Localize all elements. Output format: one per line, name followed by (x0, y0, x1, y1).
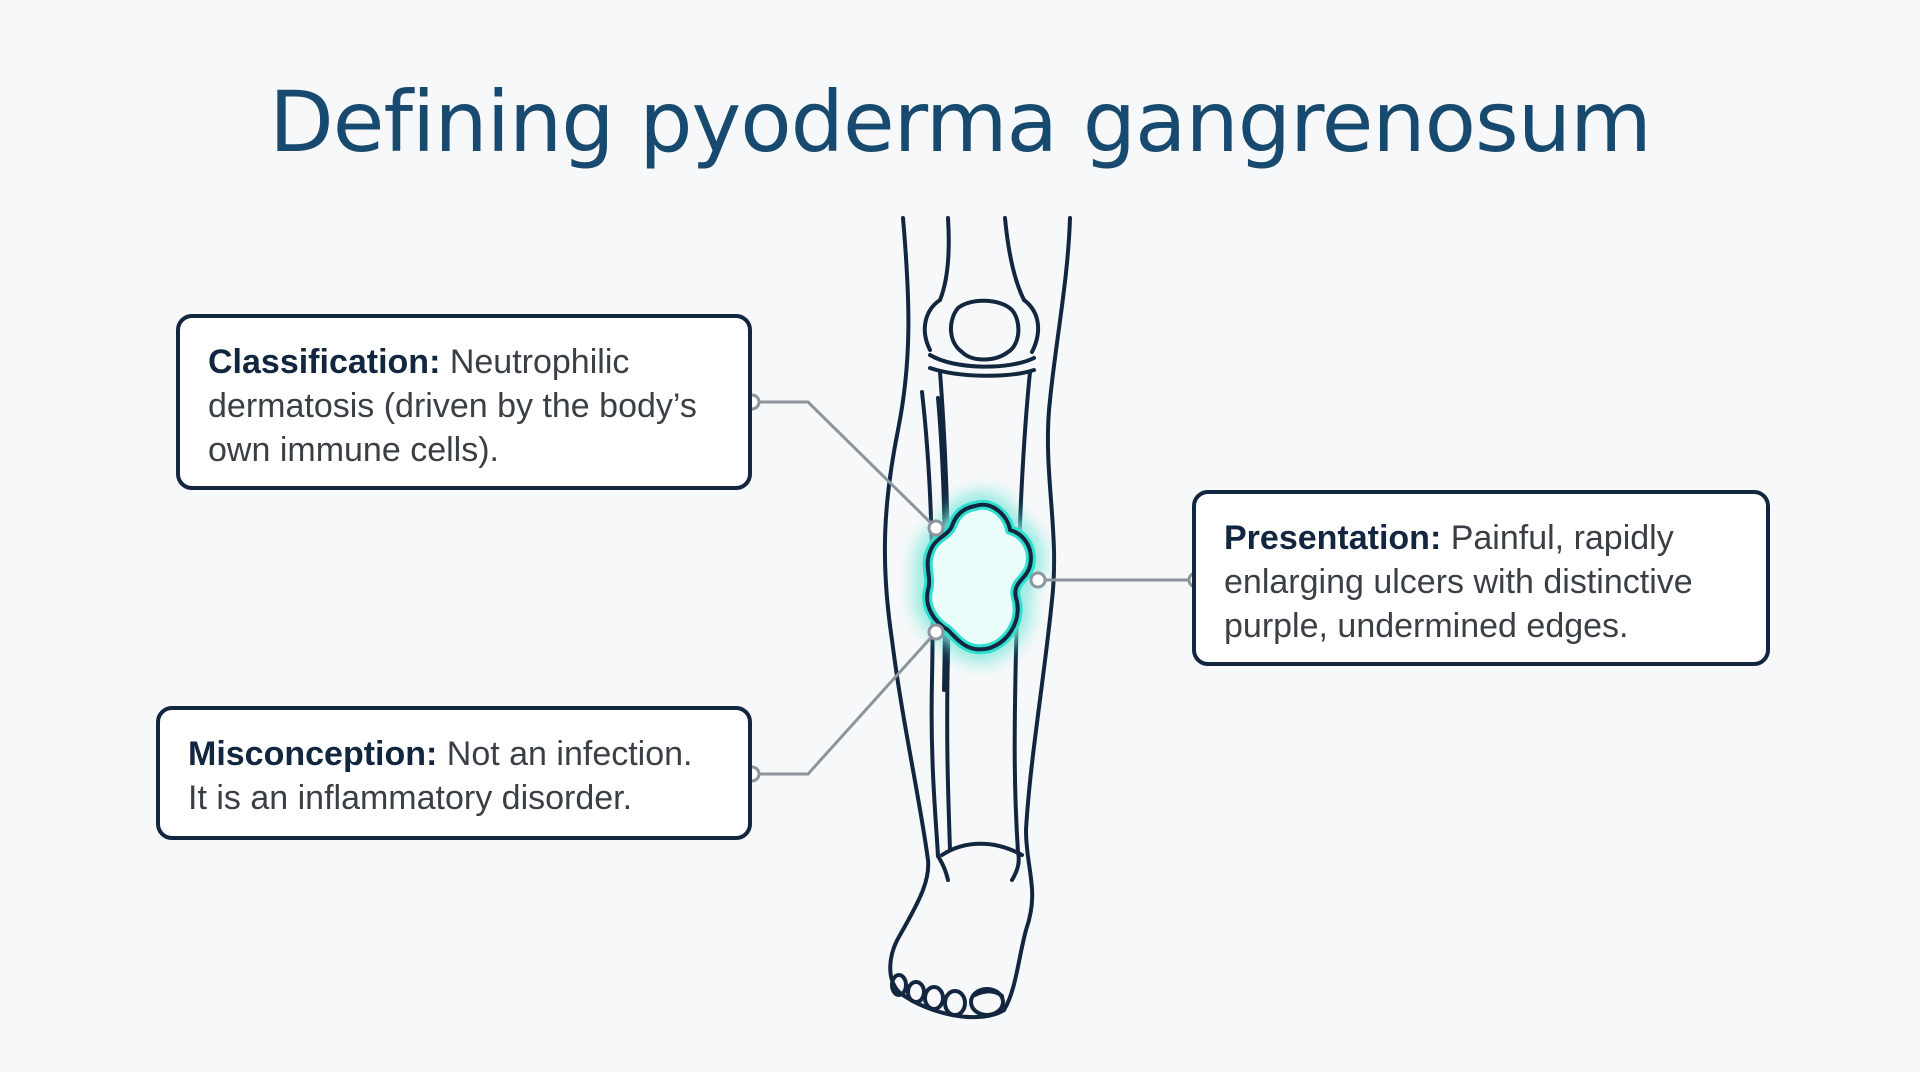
toe (923, 985, 945, 1011)
callout-misconception: Misconception: Not an infection. It is a… (156, 706, 752, 840)
tibia (938, 370, 952, 852)
callout-label: Presentation: (1224, 519, 1451, 557)
femur (938, 216, 951, 302)
toe (943, 989, 967, 1017)
callout-label: Classification: (208, 343, 450, 381)
callout-text: Painful, rapidly enlarging ulcers with d… (1224, 519, 1693, 645)
connector-dot (927, 623, 945, 641)
callout-text: Neutrophilic dermatosis (driven by the b… (208, 343, 697, 469)
connector-dot (1029, 571, 1047, 589)
leg-outline-right (1002, 216, 1072, 1012)
callout-classification: Classification: Neutrophilic dermatosis … (176, 314, 752, 490)
toe (906, 980, 926, 1004)
connector-classification (752, 400, 938, 530)
patella (949, 298, 1021, 362)
callout-label: Misconception: (188, 735, 447, 773)
toe (890, 973, 908, 997)
connector-dot (927, 519, 945, 537)
femur (1003, 216, 1026, 302)
callout-text: Not an infection. It is an inflammatory … (188, 735, 693, 817)
toe (969, 987, 1005, 1017)
page-title: Defining pyoderma gangrenosum (269, 73, 1652, 171)
callout-presentation: Presentation: Painful, rapidly enlarging… (1192, 490, 1770, 666)
leg-outline-left (882, 216, 931, 995)
fibula (920, 390, 940, 858)
connector-misconception (752, 630, 938, 776)
tibia (1012, 370, 1032, 854)
